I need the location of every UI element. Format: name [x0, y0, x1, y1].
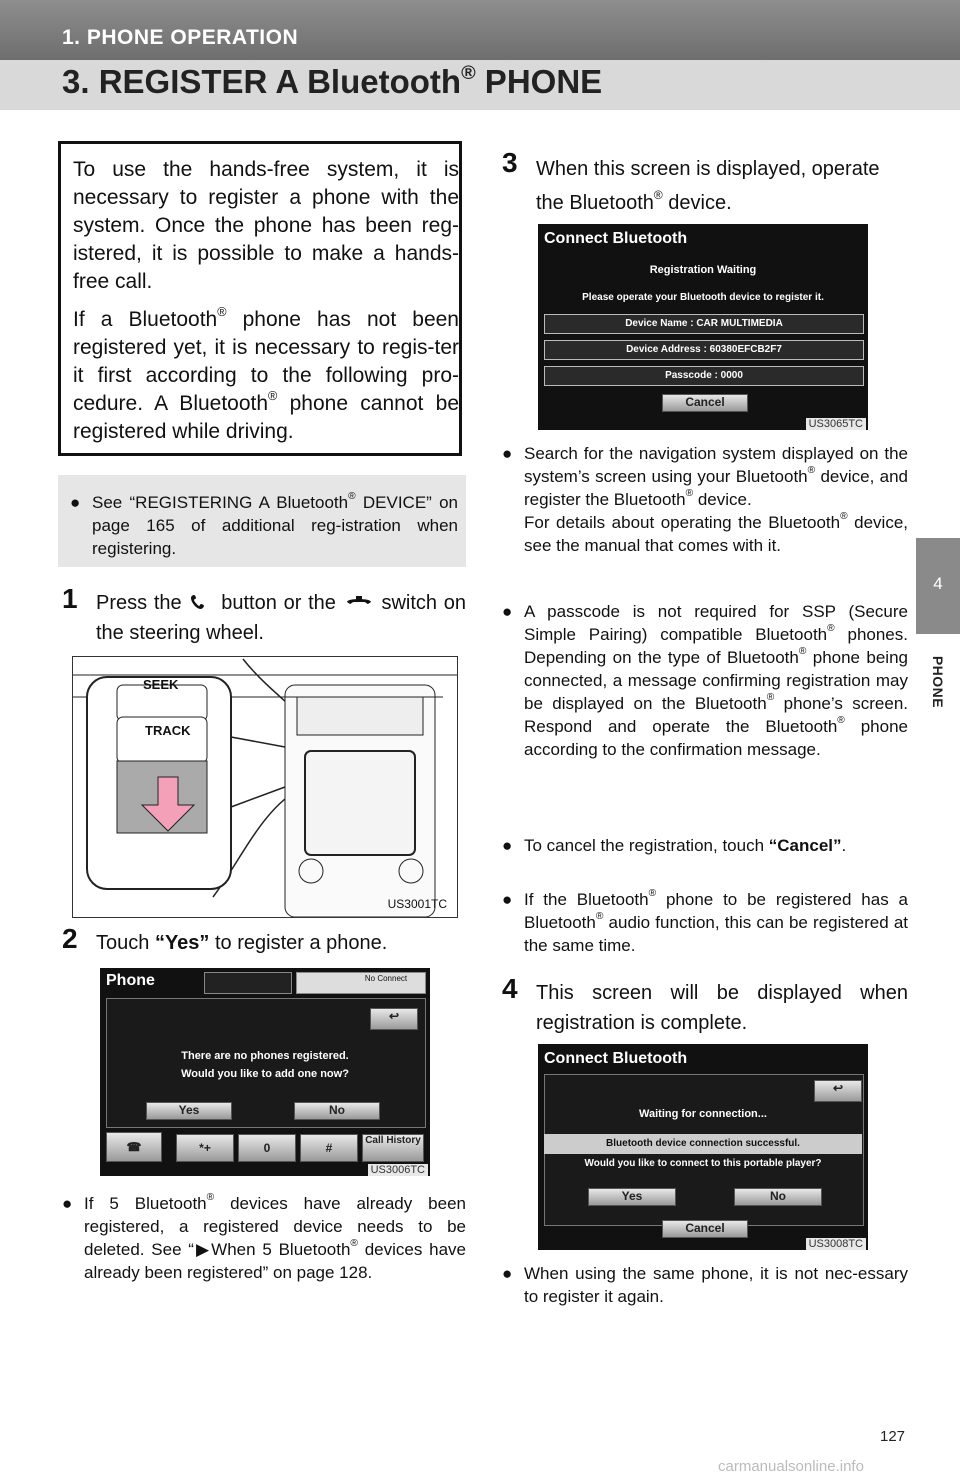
right-bullet-1: ●Search for the navigation system displa…: [502, 444, 909, 555]
page-title: 3. REGISTER A Bluetooth® PHONE: [62, 62, 603, 100]
right-bullet-2: ●A passcode is not required for SSP (Sec…: [502, 602, 909, 759]
last-bullet: ●When using the same phone, it is not ne…: [502, 1264, 908, 1306]
step-1: 1 Press the button or the switch on the …: [62, 583, 467, 645]
left-bullet: ●If 5 Bluetooth® devices have already be…: [62, 1192, 466, 1282]
phone-screen-image: Phone No Connect ↩ There are no phones r…: [100, 968, 430, 1176]
chapter-label: PHONE: [930, 655, 946, 709]
note-box: ●See “REGISTERING A Bluetooth® DEVICE” o…: [58, 475, 466, 567]
seek-label: SEEK: [143, 677, 179, 692]
steering-phone-switch-icon: [346, 596, 371, 604]
cancel-button[interactable]: Cancel: [662, 394, 748, 412]
intro-paragraph-2: If a Bluetooth® phone has not been regis…: [73, 305, 459, 443]
step-3: 3 When this screen is displayed, operate…: [502, 147, 880, 215]
yes-button[interactable]: Yes: [146, 1102, 232, 1120]
key-star[interactable]: *+: [176, 1134, 234, 1162]
page-title-bar: 3. REGISTER A Bluetooth® PHONE: [0, 60, 960, 110]
section-header: 1. PHONE OPERATION: [0, 0, 960, 60]
right-bullet-3: ●To cancel the registration, touch “Canc…: [502, 836, 847, 855]
key-hash[interactable]: #: [300, 1134, 358, 1162]
intro-paragraph-1: To use the hands-free system, it is nece…: [73, 158, 459, 293]
cancel-button[interactable]: Cancel: [662, 1220, 748, 1238]
step-4: 4 This screen will be displayed when reg…: [502, 973, 908, 1035]
phone-handset-icon: [191, 595, 205, 609]
key-zero[interactable]: 0: [238, 1134, 296, 1162]
connect-bluetooth-waiting-image: Connect Bluetooth Registration Waiting P…: [538, 224, 868, 430]
intro-box: To use the hands-free system, it is nece…: [58, 141, 462, 456]
call-history-button[interactable]: Call History: [362, 1134, 424, 1162]
back-icon[interactable]: ↩: [814, 1080, 862, 1102]
no-button[interactable]: No: [734, 1188, 822, 1206]
connect-bluetooth-complete-image: Connect Bluetooth ↩ Waiting for connecti…: [538, 1044, 868, 1250]
phone-message-2: Would you like to add one now?: [181, 1068, 349, 1080]
back-icon[interactable]: ↩: [370, 1008, 418, 1030]
phone-message-1: There are no phones registered.: [181, 1050, 349, 1062]
section-title: 1. PHONE OPERATION: [62, 26, 299, 49]
image-code: US3065TC: [805, 418, 866, 430]
note-bullet: ●See “REGISTERING A Bluetooth® DEVICE” o…: [70, 491, 458, 558]
track-label: TRACK: [145, 723, 191, 738]
no-button[interactable]: No: [294, 1102, 380, 1120]
steering-wheel-image: SEEK TRACK US3001TC: [72, 656, 458, 918]
yes-button[interactable]: Yes: [588, 1188, 676, 1206]
step-2: 2 Touch “Yes” to register a phone.: [62, 923, 388, 955]
right-bullet-4: ●If the Bluetooth® phone to be registere…: [502, 888, 908, 955]
page-number: 127: [880, 1428, 906, 1445]
chapter-tab: 4: [916, 538, 960, 634]
image-code: US3001TC: [387, 897, 447, 911]
image-code: US3008TC: [805, 1238, 866, 1250]
image-code: US3006TC: [367, 1164, 428, 1176]
phone-screen-title: Phone: [106, 972, 155, 989]
phone-hook-icon[interactable]: ☎: [106, 1132, 162, 1162]
watermark: carmanualsonline.info: [718, 1458, 864, 1475]
